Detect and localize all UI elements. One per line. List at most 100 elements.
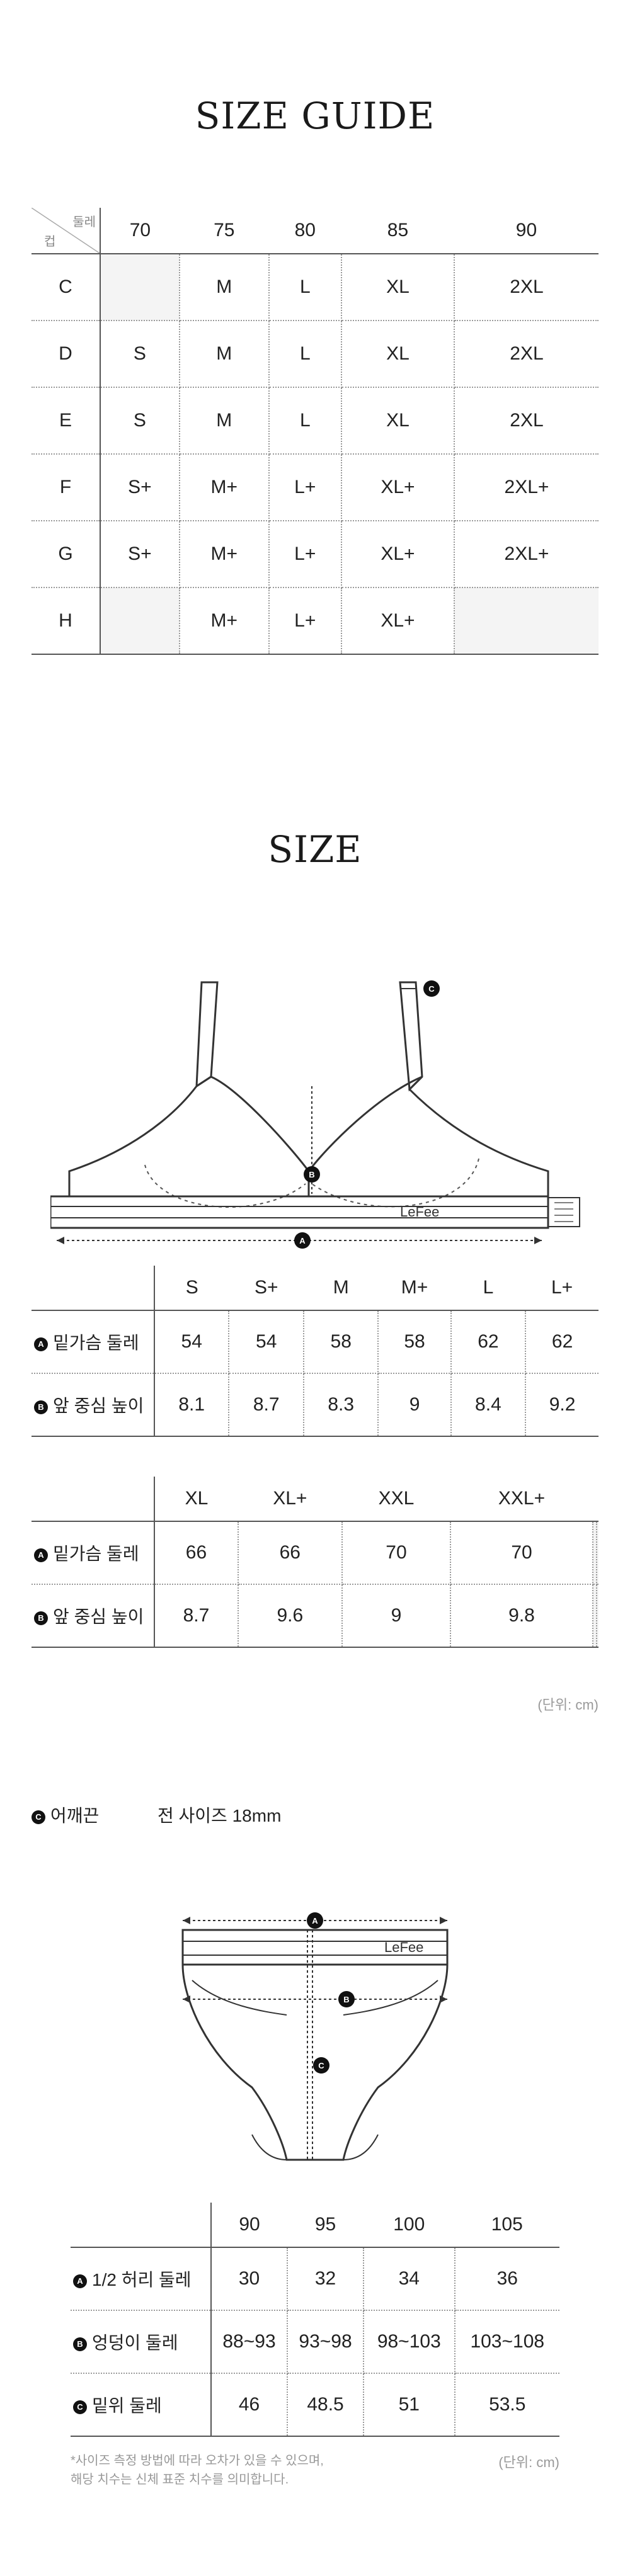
table-cell-empty xyxy=(454,587,598,655)
cup-label: D xyxy=(32,321,101,388)
panty-diagram: LeFee A B C xyxy=(181,1912,449,2161)
table-cell-empty xyxy=(100,254,180,321)
table-cell: 8.7 xyxy=(154,1584,239,1648)
table-cell-empty xyxy=(592,1521,597,1585)
badge-c-icon: C xyxy=(32,1810,45,1824)
table-cell: 53.5 xyxy=(454,2373,559,2437)
cup-label: C xyxy=(32,254,101,321)
table-cell: 9 xyxy=(378,1373,452,1437)
table-cell: M+ xyxy=(179,454,270,521)
size-header: M xyxy=(303,1266,379,1311)
size-header: 105 xyxy=(454,2203,559,2248)
table-cell: 93~98 xyxy=(287,2310,365,2374)
table-cell: 70 xyxy=(341,1521,452,1585)
size-header: L xyxy=(450,1266,526,1311)
band-header: 75 xyxy=(179,208,269,254)
size-header: 95 xyxy=(287,2203,364,2248)
band-header: 80 xyxy=(268,208,341,254)
size-header: M+ xyxy=(378,1266,451,1311)
table-header-row: 90 95 100 105 xyxy=(71,2203,559,2248)
table-row: F S+ M+ L+ XL+ 2XL+ xyxy=(32,454,598,521)
band-header: 70 xyxy=(100,208,180,254)
table-cell: XL xyxy=(341,387,455,455)
table-cell: 70 xyxy=(450,1521,593,1585)
badge-a-icon: A xyxy=(34,1337,48,1351)
table-cell: 62 xyxy=(525,1310,598,1374)
table-cell: 34 xyxy=(364,2247,455,2311)
svg-text:C: C xyxy=(428,984,435,994)
table-row: G S+ M+ L+ XL+ 2XL+ xyxy=(32,521,598,588)
table-cell: M+ xyxy=(179,521,270,588)
table-corner xyxy=(32,1477,155,1522)
table-cell: 51 xyxy=(364,2373,455,2437)
table-cell: L xyxy=(268,254,342,321)
size-header: XXL xyxy=(341,1477,451,1522)
table-cell: 88~93 xyxy=(211,2310,289,2374)
cup-label: E xyxy=(32,387,101,455)
table-cell: 2XL+ xyxy=(454,521,598,588)
table-cell: 66 xyxy=(238,1521,343,1585)
size-header: S xyxy=(154,1266,229,1311)
table-cell: XL+ xyxy=(341,587,455,655)
table-header-row: XL XL+ XXL XXL+ xyxy=(32,1477,598,1522)
table-cell: 48.5 xyxy=(287,2373,365,2437)
table-cell: 9.2 xyxy=(525,1373,598,1437)
table-cell: 103~108 xyxy=(454,2310,559,2374)
table-cell: S xyxy=(100,387,180,455)
size-header: 100 xyxy=(364,2203,455,2248)
size-header: S+ xyxy=(229,1266,304,1311)
table-cell: L xyxy=(268,387,342,455)
table-cell: 46 xyxy=(211,2373,289,2437)
size-guide-title: SIZE GUIDE xyxy=(195,94,435,137)
unit-label: (단위: cm) xyxy=(498,2454,559,2470)
table-row: H M+ L+ XL+ xyxy=(32,587,598,655)
size-header: 90 xyxy=(211,2203,288,2248)
bra-brand-label: LeFee xyxy=(400,1204,439,1220)
corner-cup-label: 컵 xyxy=(44,235,56,249)
table-cell: 98~103 xyxy=(364,2310,455,2374)
table-header-row: 둘레 컵 70 75 80 85 90 xyxy=(32,208,598,254)
table-cell: M xyxy=(179,254,270,321)
badge-b-icon: B xyxy=(34,1611,48,1625)
table-cell: 9.6 xyxy=(238,1584,343,1648)
table-cell: 58 xyxy=(378,1310,452,1374)
table-header-row: S S+ M M+ L L+ xyxy=(32,1266,598,1311)
unit-label: (단위: cm) xyxy=(537,1697,598,1713)
table-cell: XL xyxy=(341,321,455,388)
table-row: E S M L XL 2XL xyxy=(32,387,598,455)
corner-band-label: 둘레 xyxy=(72,215,96,229)
panty-brand-label: LeFee xyxy=(384,1939,423,1955)
size-header: L+ xyxy=(525,1266,598,1311)
badge-a-icon: A xyxy=(73,2274,87,2288)
table-cell: S xyxy=(100,321,180,388)
table-cell: XL xyxy=(341,254,455,321)
table-cell: 2XL+ xyxy=(454,454,598,521)
svg-text:A: A xyxy=(299,1236,306,1245)
table-cell: 8.1 xyxy=(154,1373,230,1437)
table-cell-empty xyxy=(100,587,180,655)
table-cell: L xyxy=(268,321,342,388)
size-header: XXL+ xyxy=(450,1477,593,1522)
band-header: 85 xyxy=(341,208,454,254)
badge-b-icon: B xyxy=(34,1400,48,1414)
table-cell: 8.7 xyxy=(229,1373,304,1437)
table-cell-empty xyxy=(596,1584,598,1648)
table-cell: 66 xyxy=(154,1521,239,1585)
cup-label: H xyxy=(32,587,101,655)
table-cell: 54 xyxy=(229,1310,304,1374)
size-header xyxy=(596,1477,598,1522)
size-header xyxy=(592,1477,597,1522)
svg-text:B: B xyxy=(343,1995,349,2004)
size-header: XL xyxy=(154,1477,238,1522)
